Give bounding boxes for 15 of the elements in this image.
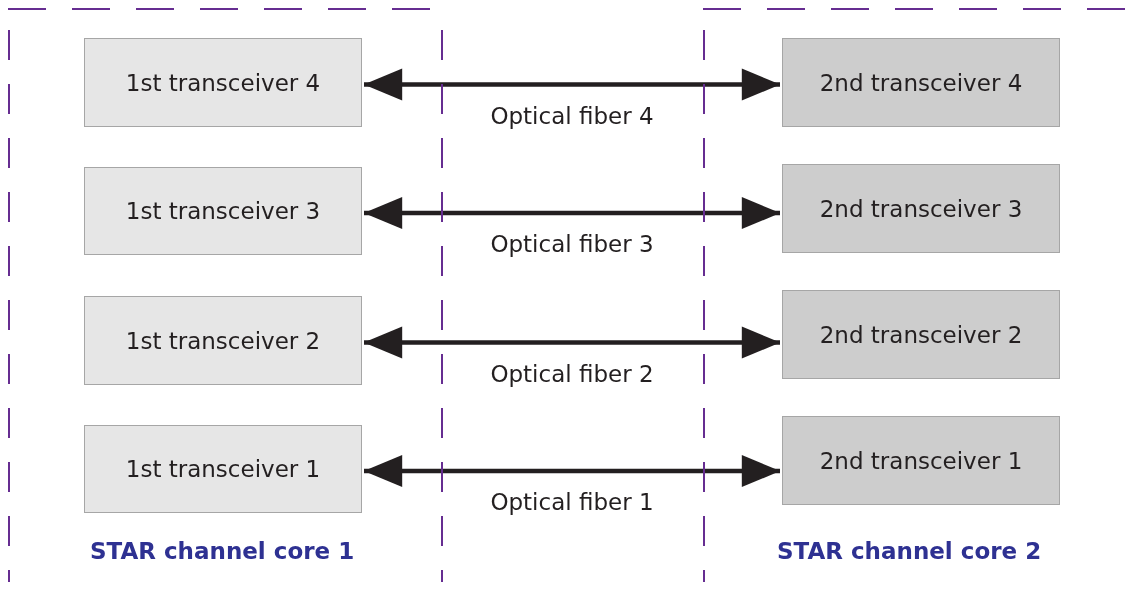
transceiver-box: 2nd transceiver 2 bbox=[782, 290, 1060, 379]
transceiver-box: 1st transceiver 1 bbox=[84, 425, 362, 513]
double-arrow bbox=[363, 326, 781, 359]
double-arrow bbox=[363, 196, 781, 230]
transceiver-box: 1st transceiver 3 bbox=[84, 167, 362, 255]
transceiver-box: 1st transceiver 2 bbox=[84, 296, 362, 385]
dashed-region bbox=[8, 8, 443, 582]
transceiver-box: 2nd transceiver 3 bbox=[782, 164, 1060, 253]
double-arrow bbox=[363, 454, 781, 488]
region-title: STAR channel core 2 bbox=[777, 538, 1042, 564]
transceiver-box: 1st transceiver 4 bbox=[84, 38, 362, 127]
region-title: STAR channel core 1 bbox=[90, 538, 355, 564]
transceiver-box: 2nd transceiver 4 bbox=[782, 38, 1060, 127]
transceiver-box: 2nd transceiver 1 bbox=[782, 416, 1060, 505]
double-arrow bbox=[363, 68, 781, 101]
